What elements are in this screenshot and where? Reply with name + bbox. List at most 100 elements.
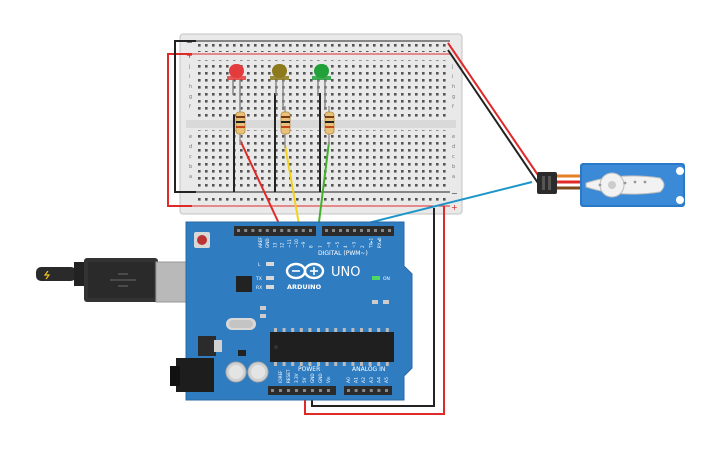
digital-pin-label: ~3 <box>352 241 357 248</box>
header-pin <box>273 229 276 232</box>
analog-pin-label: A2 <box>361 377 367 383</box>
digital-pin-label: ~11 <box>287 239 292 248</box>
analog-pin-label: A0 <box>346 377 352 383</box>
chip-pin <box>274 362 277 366</box>
power-label: POWER <box>298 366 320 373</box>
digital-pin-label: ~9 <box>301 241 306 248</box>
voltage-regulator <box>198 336 216 356</box>
header-pin <box>301 229 305 232</box>
header-pin <box>347 389 350 392</box>
digital-pin-label: ~5 <box>335 241 340 248</box>
led-yellow-body <box>272 64 287 78</box>
wire-red-led-signal <box>239 139 283 231</box>
row-letter: f <box>189 104 191 110</box>
header-pin <box>311 389 314 392</box>
power-pin-label: 5V <box>302 377 307 383</box>
header-pin <box>279 389 282 392</box>
header-pin <box>381 229 384 232</box>
chip-pin <box>385 362 389 366</box>
digital-label: DIGITAL (PWM~) <box>318 250 368 257</box>
header-pin <box>325 229 328 232</box>
header-pin <box>374 229 377 232</box>
usb-cable[interactable] <box>36 258 189 303</box>
row-letter: h <box>189 84 192 90</box>
atmega-chip <box>270 332 394 362</box>
digital-pin-label: TX▸1 <box>368 237 373 249</box>
digital-pin-label: ~10 <box>294 239 299 248</box>
header-pin <box>265 229 269 232</box>
wire-servo-power <box>447 42 541 179</box>
bottom-header-pins <box>271 389 388 392</box>
chip-pin <box>317 328 320 332</box>
wire-rail-minus-jumper <box>174 40 196 193</box>
row-letter: b <box>452 164 455 170</box>
chip-pin <box>291 362 295 366</box>
power-jack <box>176 358 214 392</box>
wire-servo-ground <box>447 49 541 187</box>
chip-pin <box>342 328 346 332</box>
row-letter: h <box>452 84 455 90</box>
led-red[interactable] <box>227 64 246 110</box>
led-l-label: L <box>258 262 261 268</box>
led-yellow[interactable] <box>270 64 289 110</box>
digital-pin-label: 13 <box>272 242 277 248</box>
chip-pin <box>325 362 329 366</box>
chip-pin <box>282 328 286 332</box>
led-rx-label: RX <box>256 285 262 291</box>
digital-header-right <box>322 226 394 236</box>
chip-pin <box>385 328 389 332</box>
led-green-base <box>312 76 331 80</box>
header-pin <box>294 229 298 232</box>
row-letter: j <box>451 64 453 70</box>
chip-pin <box>368 362 372 366</box>
header-pin <box>327 389 330 392</box>
analog-pin-label: A4 <box>376 377 382 383</box>
header-pin <box>295 389 298 392</box>
chip-pin <box>274 328 277 332</box>
row-letter: b <box>189 164 192 170</box>
led-tx-label: TX <box>255 276 262 282</box>
chip-pin <box>317 362 320 366</box>
digital-pin-label: 2 <box>360 245 365 248</box>
wire-rail-plus-jumper <box>167 53 192 207</box>
rail-minus-label: − <box>186 38 193 47</box>
header-pin <box>287 229 291 232</box>
header-pin <box>309 229 312 232</box>
digital-pin-label: AREF <box>258 237 263 248</box>
rail-minus-label-bottom: − <box>451 189 458 198</box>
chip-pin <box>360 362 363 366</box>
chip-pin <box>360 328 363 332</box>
header-pin <box>377 389 381 392</box>
header-pin <box>385 389 388 392</box>
digital-header-pins <box>237 229 391 232</box>
header-pin <box>367 229 370 232</box>
chip-pin <box>291 328 295 332</box>
power-pin-label: IOREF <box>278 370 283 383</box>
resistor-yellow-led[interactable] <box>280 106 291 148</box>
servo-motor[interactable] <box>537 163 685 207</box>
header-pin <box>319 389 322 392</box>
header-pin <box>354 389 358 392</box>
power-pin-label: GND <box>310 373 315 383</box>
header-pin <box>346 229 349 232</box>
brand-label: ARDUINO <box>287 283 322 291</box>
chip-pin <box>299 328 303 332</box>
header-pin <box>237 229 240 232</box>
wire-5v-to-rail <box>304 206 445 415</box>
header-pin <box>339 229 342 232</box>
header-pin <box>362 389 366 392</box>
resistor-green-led[interactable] <box>324 106 335 145</box>
lightning-icon <box>43 270 51 280</box>
led-yellow-base <box>270 76 289 80</box>
resistor-red-led[interactable] <box>235 106 246 145</box>
digital-pin-label: RX◂0 <box>377 237 382 248</box>
arduino-infinity-logo-icon <box>285 262 325 280</box>
on-label: ON <box>383 276 390 282</box>
led-green-body <box>314 64 329 78</box>
wire-yellow-led-signal <box>284 144 301 231</box>
digital-pin-label: ~6 <box>326 241 331 248</box>
led-green[interactable] <box>312 64 331 110</box>
